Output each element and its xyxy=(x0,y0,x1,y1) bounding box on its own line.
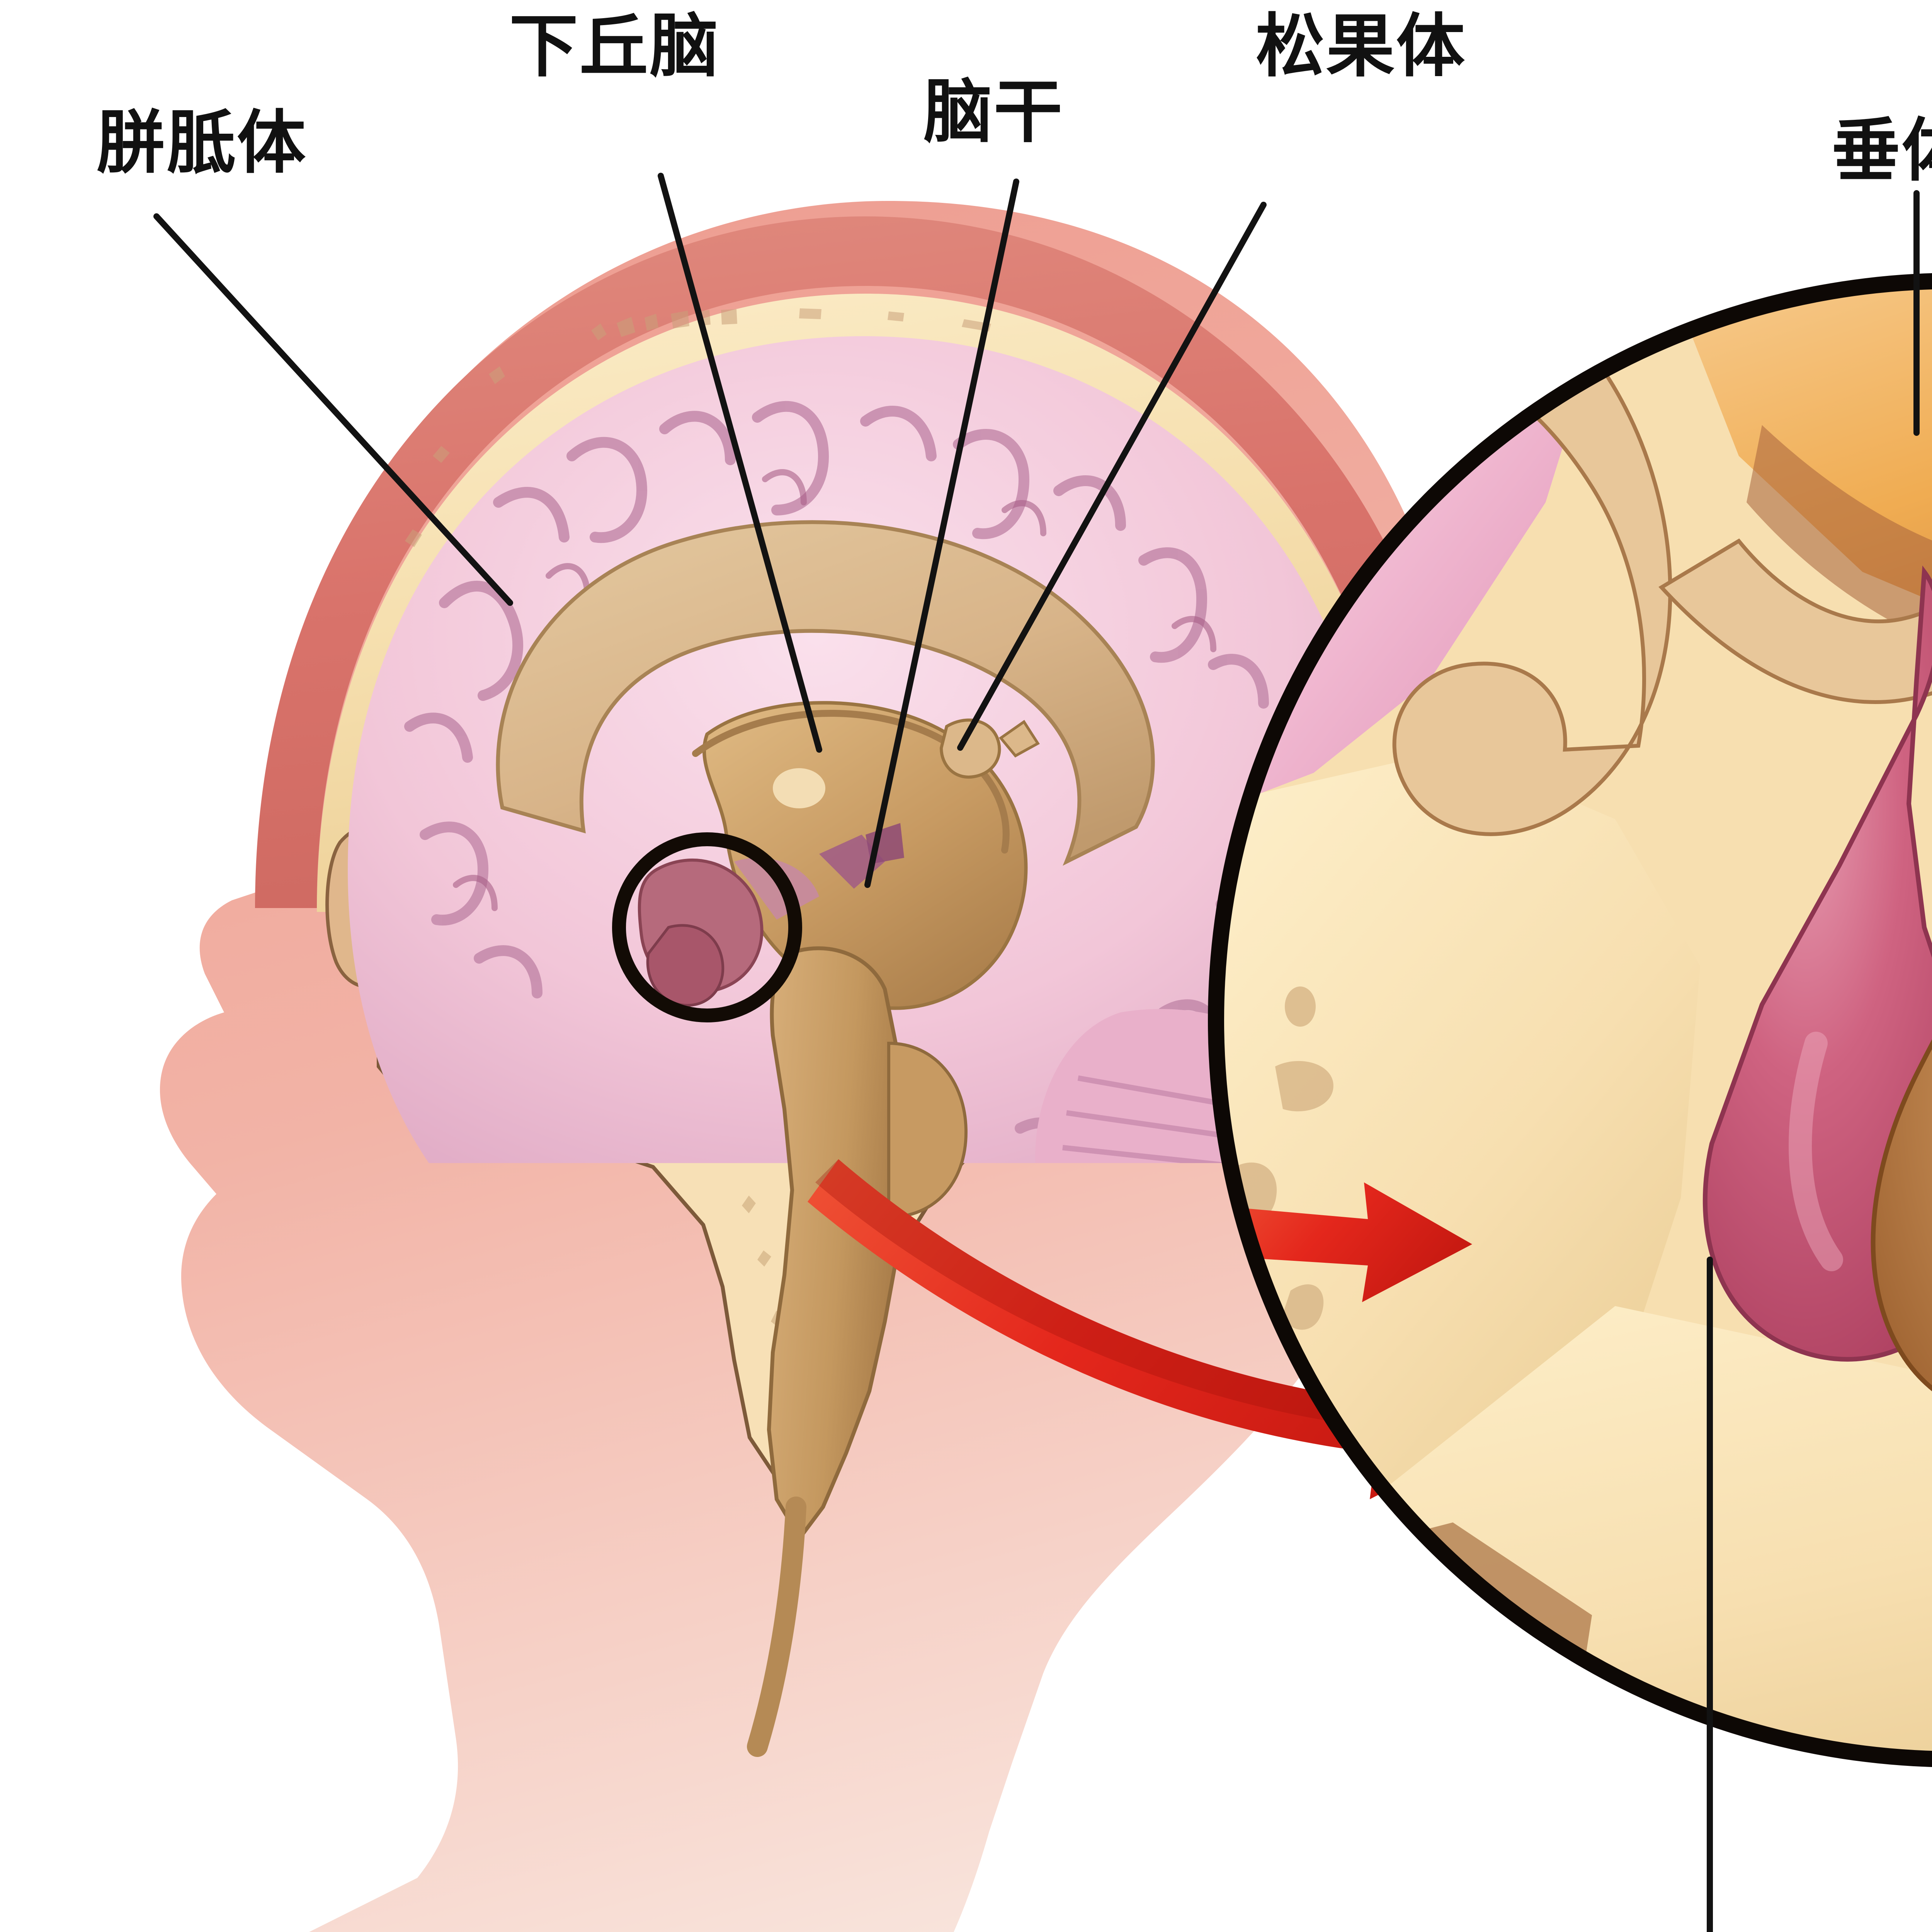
pituitary-region-small xyxy=(638,823,904,1007)
leader-lines xyxy=(153,173,1920,1932)
label-pineal-body: 松果体 xyxy=(1256,6,1466,86)
hypothalamus-left-leader xyxy=(658,173,822,753)
region-of-interest-circle xyxy=(612,832,802,1022)
inset-tan-band-left xyxy=(1392,291,1672,836)
inset-tan-band-right xyxy=(1658,366,1932,733)
spinal-cord xyxy=(747,1497,806,1757)
posterior-pituitary-lobe xyxy=(1871,862,1932,1425)
thalamus-highlight xyxy=(773,768,825,808)
label-hypothalamus-left: 下丘脑 xyxy=(509,6,720,86)
pineal-body xyxy=(939,718,1040,779)
label-brainstem: 脑干 xyxy=(923,72,1064,152)
pons xyxy=(887,1041,968,1219)
pineal-leader xyxy=(957,202,1267,751)
fornix xyxy=(692,710,1010,854)
anterior-lobe-highlight xyxy=(1789,1032,1843,1271)
inset-circle-border xyxy=(1208,273,1932,1767)
label-pituitary: 垂体 xyxy=(1832,111,1932,190)
inset-arrow-tip xyxy=(1216,1182,1472,1302)
bone-texture xyxy=(405,308,991,547)
label-corpus-callosum: 胼胝体 xyxy=(97,103,307,183)
corpus-callosum xyxy=(496,520,1155,866)
brainstem-leader xyxy=(864,179,1019,888)
corpus-callosum-leader xyxy=(153,213,513,606)
